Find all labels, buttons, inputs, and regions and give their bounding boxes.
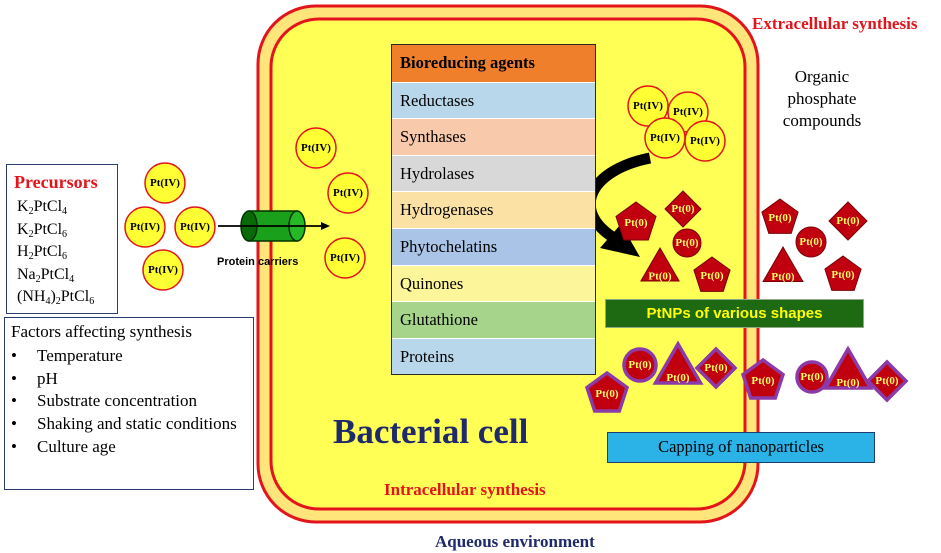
species-label: Pt(0) <box>771 271 795 283</box>
factor-item: Substrate concentration <box>11 390 237 413</box>
species-label: Pt(0) <box>831 269 855 281</box>
species-label: Pt(0) <box>800 371 824 383</box>
factors-box: Factors affecting synthesis Temperature … <box>4 317 254 490</box>
bacterial-cell-label: Bacterial cell <box>333 412 529 451</box>
bioreducing-agents-title: Bioreducing agents <box>392 45 595 82</box>
pt-iv-ion: Pt(IV) <box>174 206 216 248</box>
extracellular-label: Extracellular synthesis <box>752 14 918 33</box>
factors-title: Factors affecting synthesis <box>11 322 192 341</box>
agent-row-glutathione: Glutathione <box>392 301 595 338</box>
protein-carrier-channel <box>218 210 330 242</box>
agent-row-hydrolases: Hydrolases <box>392 154 595 192</box>
nanoparticle: Pt(0) <box>824 255 862 291</box>
agent-row-hydrogenases: Hydrogenases <box>392 191 595 228</box>
nanoparticle: Pt(0) <box>761 198 799 234</box>
agent-row-proteins: Proteins <box>392 337 595 375</box>
species-label: Pt(IV) <box>633 100 663 112</box>
species-label: Pt(IV) <box>333 187 363 199</box>
aqueous-environment-label: Aqueous environment <box>435 532 595 551</box>
factor-item: Temperature <box>11 345 237 368</box>
capped-nanoparticle: Pt(0) <box>865 359 909 403</box>
nanoparticle: Pt(0) <box>640 247 680 283</box>
species-label: Pt(0) <box>768 212 792 224</box>
species-label: Pt(IV) <box>180 221 210 233</box>
species-label: Pt(0) <box>704 362 728 374</box>
factor-item: pH <box>11 368 237 391</box>
pt-iv-ion: Pt(IV) <box>684 120 726 162</box>
agent-row-reductases: Reductases <box>392 81 595 119</box>
precursors-list: K2PtCl4 K2PtCl6 H2PtCl6 Na2PtCl4 (NH4)2P… <box>17 196 94 309</box>
pt-iv-ion: Pt(IV) <box>142 249 184 291</box>
agent-row-quinones: Quinones <box>392 264 595 302</box>
intracellular-label: Intracellular synthesis <box>384 480 546 499</box>
pt-iv-ion: Pt(IV) <box>644 117 686 159</box>
pt-iv-ion: Pt(IV) <box>324 237 366 279</box>
species-label: Pt(0) <box>628 359 652 371</box>
nanoparticle: Pt(0) <box>828 201 868 241</box>
species-label: Pt(IV) <box>690 135 720 147</box>
factor-item: Culture age <box>11 436 237 459</box>
species-label: Pt(0) <box>700 270 724 282</box>
precursor-item: Na2PtCl4 <box>17 265 75 285</box>
protein-carriers-label: Protein carriers <box>217 256 299 268</box>
species-label: Pt(IV) <box>130 221 160 233</box>
capped-nanoparticle: Pt(0) <box>795 360 829 394</box>
species-label: Pt(0) <box>595 388 619 400</box>
species-label: Pt(IV) <box>330 252 360 264</box>
species-label: Pt(IV) <box>148 264 178 276</box>
species-label: Pt(0) <box>836 215 860 227</box>
species-label: Pt(IV) <box>650 132 680 144</box>
capped-nanoparticle: Pt(0) <box>584 370 630 413</box>
capped-nanoparticle: Pt(0) <box>822 345 874 390</box>
nanoparticle: Pt(0) <box>664 190 702 228</box>
precursors-title: Precursors <box>14 172 98 192</box>
species-label: Pt(0) <box>675 237 699 249</box>
species-label: Pt(IV) <box>673 106 703 118</box>
species-label: Pt(0) <box>666 372 690 384</box>
precursor-item: (NH4)2PtCl6 <box>17 288 95 307</box>
precursors-box: Precursors K2PtCl4 K2PtCl6 H2PtCl6 Na2Pt… <box>6 164 118 314</box>
ptnps-shapes-banner: PtNPs of various shapes <box>605 299 864 328</box>
pt-iv-ion: Pt(IV) <box>144 162 186 204</box>
species-label: Pt(IV) <box>150 177 180 189</box>
precursor-item: H2PtCl6 <box>17 243 68 262</box>
pt-iv-ion: Pt(IV) <box>327 172 369 214</box>
nanoparticle: Pt(0) <box>795 226 827 258</box>
species-label: Pt(0) <box>875 375 899 387</box>
capped-nanoparticle: Pt(0) <box>622 347 658 383</box>
capped-nanoparticle: Pt(0) <box>740 357 786 400</box>
nanoparticle: Pt(0) <box>615 201 657 241</box>
species-label: Pt(IV) <box>301 142 331 154</box>
precursor-item: K2PtCl4 <box>17 198 68 217</box>
agent-row-synthases: Synthases <box>392 118 595 155</box>
pt-iv-ion: Pt(IV) <box>295 127 337 169</box>
factors-list: Temperature pH Substrate concentration S… <box>11 345 237 459</box>
species-label: Pt(0) <box>648 271 672 283</box>
agent-row-phytochelatins: Phytochelatins <box>392 227 595 265</box>
capped-nanoparticle: Pt(0) <box>694 346 738 390</box>
nanoparticle: Pt(0) <box>762 245 804 283</box>
species-label: Pt(0) <box>624 217 648 229</box>
organic-phosphate-label: Organic phosphate compounds <box>782 67 862 130</box>
species-label: Pt(0) <box>751 375 775 387</box>
species-label: Pt(0) <box>671 203 695 215</box>
bioreducing-agents-table: Bioreducing agents Reductases Synthases … <box>391 44 596 376</box>
factor-item: Shaking and static conditions <box>11 413 237 436</box>
species-label: Pt(0) <box>799 236 823 248</box>
species-label: Pt(0) <box>836 377 860 389</box>
precursor-item: K2PtCl6 <box>17 220 68 240</box>
capped-nanoparticle: Pt(0) <box>652 340 704 385</box>
nanoparticle: Pt(0) <box>693 256 731 292</box>
pt-iv-ion: Pt(IV) <box>627 85 669 127</box>
pt-iv-ion: Pt(IV) <box>124 206 166 248</box>
nanoparticle: Pt(0) <box>672 228 702 258</box>
capping-banner: Capping of nanoparticles <box>607 432 875 463</box>
